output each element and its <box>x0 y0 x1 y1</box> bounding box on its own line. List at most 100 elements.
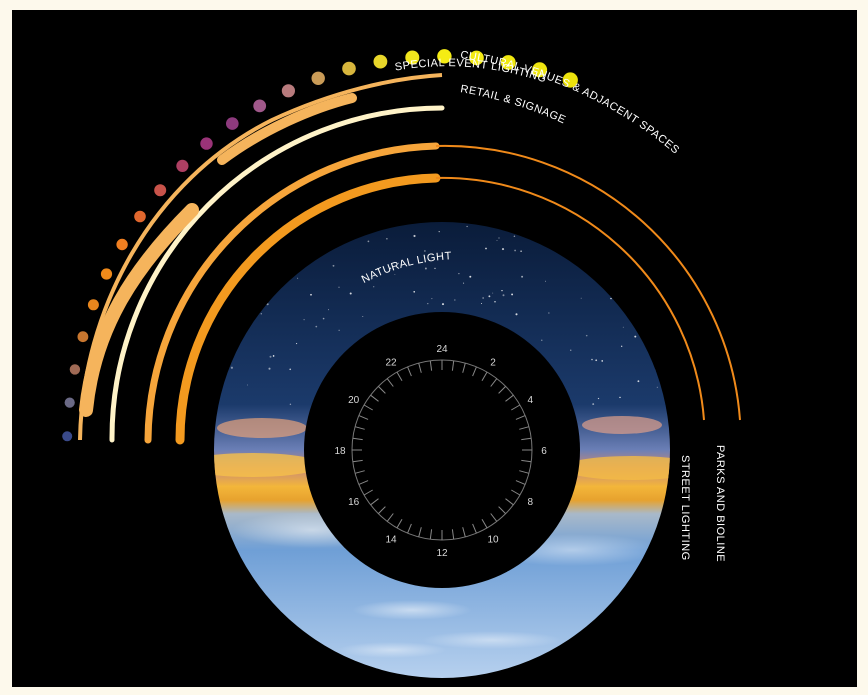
clock-hour-label: 18 <box>334 446 346 457</box>
clock-hour-label: 8 <box>528 497 534 508</box>
star <box>634 335 637 338</box>
clock-tick <box>418 362 422 373</box>
street-lighting-arc <box>175 173 705 445</box>
star <box>269 355 272 358</box>
star <box>512 222 514 224</box>
star <box>570 349 572 351</box>
cultural-label: CULTURAL VENUES & ADJACENT SPACES <box>460 49 682 157</box>
star <box>367 240 370 243</box>
clock-tick <box>519 470 530 474</box>
star <box>240 287 243 289</box>
event-dot <box>62 431 73 442</box>
star <box>328 309 330 311</box>
star <box>591 358 593 361</box>
event-dot <box>437 49 452 64</box>
clock-tick <box>498 506 506 514</box>
clock-tick <box>370 498 379 506</box>
event-dot <box>134 210 146 223</box>
clock-hour-label: 16 <box>348 497 360 508</box>
star <box>482 297 484 299</box>
clock-hour-label: 4 <box>528 395 534 406</box>
star <box>297 277 299 279</box>
star <box>272 355 275 357</box>
star <box>279 252 281 254</box>
sunset-clouds <box>214 416 670 480</box>
star <box>394 274 396 275</box>
star <box>413 291 415 293</box>
clock-tick <box>498 386 506 394</box>
star <box>520 250 522 252</box>
star <box>296 343 298 345</box>
star <box>515 313 518 316</box>
star <box>247 384 248 386</box>
clock-hour-label: 10 <box>487 534 499 545</box>
star <box>485 247 487 250</box>
star <box>362 315 364 317</box>
star <box>619 396 621 399</box>
star <box>575 246 577 248</box>
star <box>273 262 276 265</box>
star <box>338 286 340 288</box>
clock-ticks <box>352 360 532 540</box>
event-dot <box>253 99 267 113</box>
clock-tick <box>358 480 369 485</box>
star <box>266 303 269 306</box>
star <box>458 272 460 275</box>
star <box>513 235 516 237</box>
clock-hour-label: 24 <box>436 344 448 355</box>
clock-tick <box>451 529 455 540</box>
clock-hour-label: 14 <box>385 534 397 545</box>
clock-tick <box>370 394 379 402</box>
star <box>481 303 482 305</box>
clock-tick <box>418 527 422 538</box>
star <box>230 366 233 369</box>
clock-tick <box>363 404 373 411</box>
clock-tick <box>462 527 466 538</box>
star <box>243 251 245 253</box>
clock-tick <box>363 489 373 496</box>
star <box>597 397 600 400</box>
star <box>544 280 546 282</box>
clock-tick <box>515 480 526 485</box>
star <box>498 237 500 239</box>
star <box>397 262 399 264</box>
clock-tick <box>505 394 514 402</box>
star <box>466 225 468 228</box>
clock-tick <box>451 360 455 371</box>
star <box>292 230 295 233</box>
star <box>289 403 292 406</box>
parks-label: PARKS AND BIOLINE <box>714 445 726 562</box>
event-dot <box>469 50 484 66</box>
event-dot <box>405 50 420 65</box>
event-dot <box>69 364 81 375</box>
event-dot <box>87 299 99 311</box>
clock-tick <box>354 426 365 430</box>
retail-label: RETAIL & SIGNAGE <box>459 83 567 126</box>
clock-tick <box>386 378 394 387</box>
clock-tick <box>472 523 477 534</box>
event-dot <box>373 54 388 69</box>
clock-tick <box>378 506 386 514</box>
star <box>303 318 305 321</box>
clock-tick <box>396 519 403 529</box>
star <box>389 267 392 269</box>
clock-tick <box>352 459 363 463</box>
cultural-arc <box>78 73 443 441</box>
street-lighting-label: STREET LIGHTING <box>679 455 691 561</box>
clock-tick <box>521 459 532 463</box>
star <box>438 231 440 233</box>
star <box>469 275 472 278</box>
star <box>338 329 340 331</box>
star <box>620 285 622 287</box>
star <box>431 298 433 300</box>
star <box>441 303 445 306</box>
star <box>595 359 598 362</box>
star <box>593 254 595 256</box>
star <box>610 297 612 300</box>
clock-tick <box>511 489 521 496</box>
star <box>217 266 219 268</box>
clock-tick <box>481 519 488 529</box>
star <box>511 293 514 296</box>
star <box>601 360 603 362</box>
